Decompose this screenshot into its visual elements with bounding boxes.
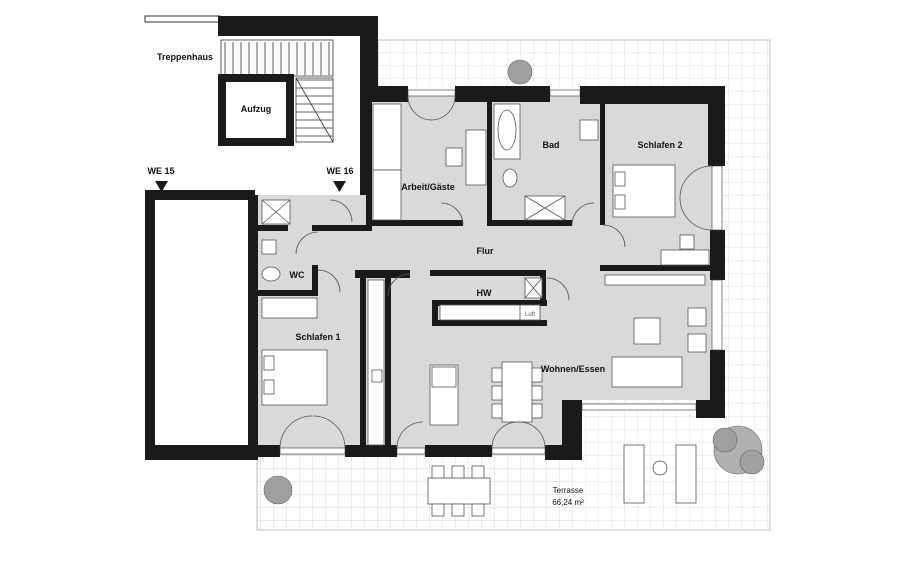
- entrance-we16-marker: [333, 181, 346, 192]
- label-stair: Treppenhaus: [157, 52, 213, 62]
- walls: [145, 86, 725, 460]
- trees: [263, 59, 765, 505]
- furniture: [261, 103, 710, 517]
- label-we16: WE 16: [326, 166, 353, 176]
- label-terrace: Terrasse: [553, 486, 584, 495]
- label-bed2: Schlafen 2: [637, 140, 682, 150]
- label-office: Arbeit/Gäste: [401, 182, 455, 192]
- label-hall: Flur: [477, 246, 494, 256]
- label-wc: WC: [290, 270, 305, 280]
- label-hw: HW: [477, 288, 492, 298]
- label-living: Wohnen/Essen: [541, 364, 605, 374]
- label-bath: Bad: [542, 140, 559, 150]
- tree-icon: [507, 59, 533, 85]
- label-air: Luft: [525, 312, 535, 318]
- tree-icon: [263, 475, 293, 505]
- label-we15: WE 15: [147, 166, 174, 176]
- terrace-lower-left: [257, 455, 577, 530]
- stair-core: [144, 15, 378, 206]
- entrance-we15-marker: [155, 181, 168, 192]
- label-bed1: Schlafen 1: [295, 332, 340, 342]
- label-elevator: Aufzug: [241, 104, 272, 114]
- doors: [279, 95, 713, 449]
- windows: [279, 89, 723, 455]
- label-terrace-area: 66,24 m²: [552, 498, 584, 507]
